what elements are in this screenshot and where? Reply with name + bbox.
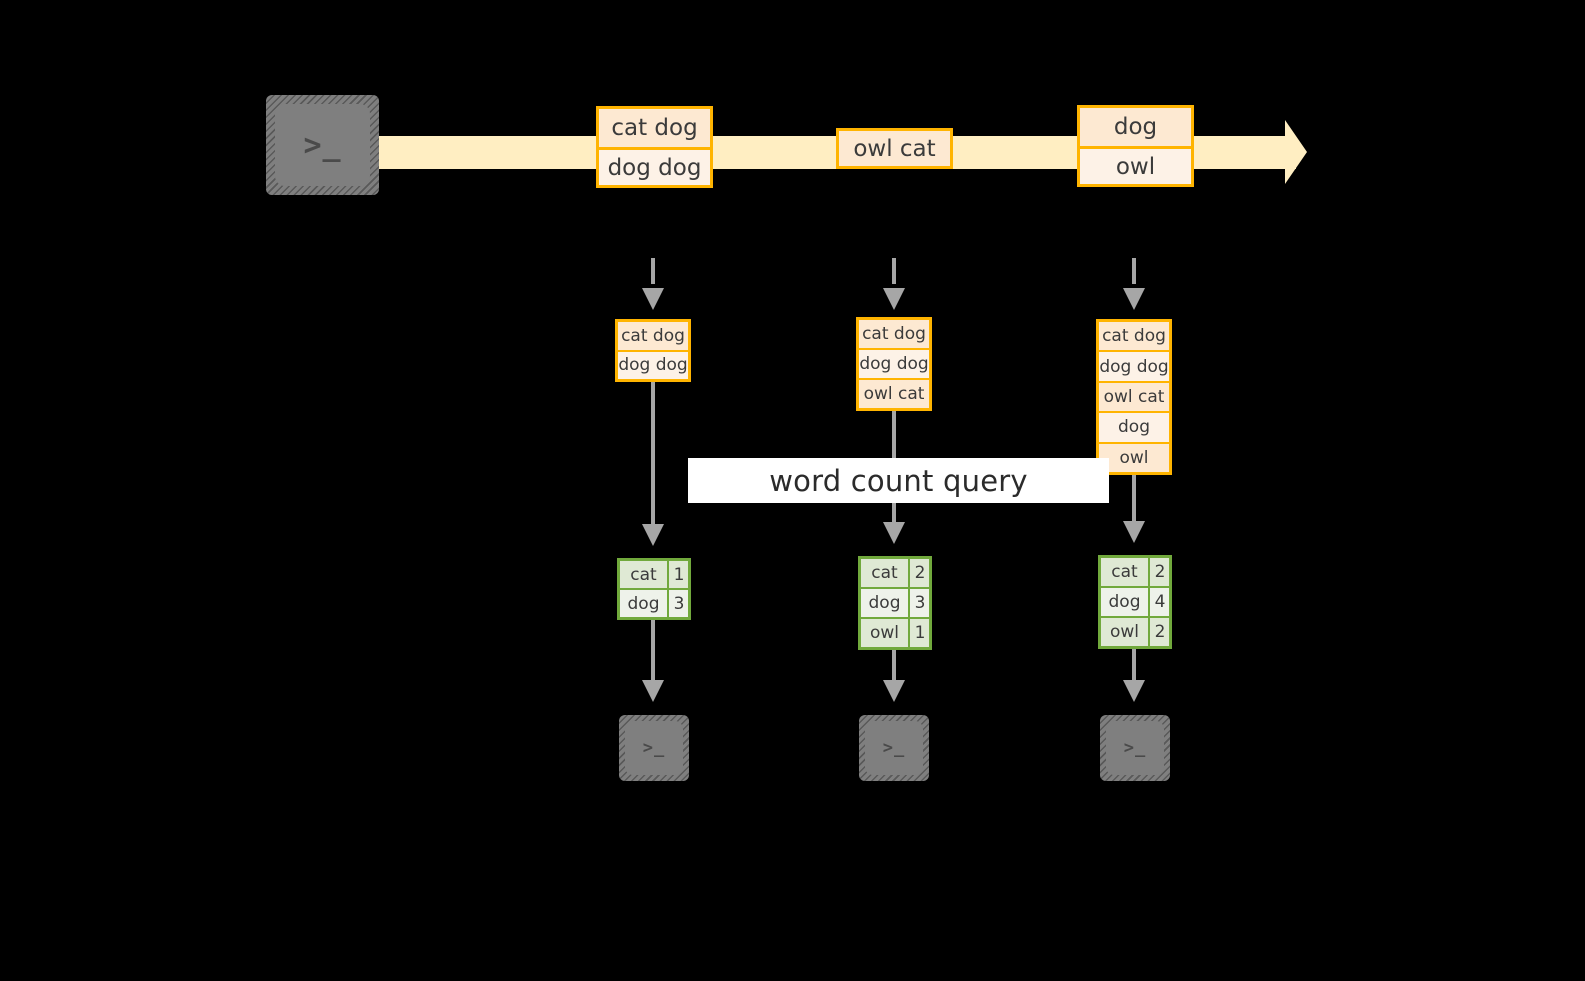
terminal-prompt-glyph: >_	[882, 738, 906, 758]
terminal-screen	[865, 721, 923, 775]
input-row: owl	[1099, 443, 1169, 473]
input-row: dog dog	[618, 351, 688, 379]
trigger-2-feed-line	[892, 258, 896, 284]
terminal-prompt-glyph: >_	[1123, 738, 1147, 758]
trigger-3-result-table: cat 2 dog 4 owl 2	[1098, 555, 1172, 649]
result-count: 3	[910, 589, 929, 617]
input-row-text: dog	[1118, 417, 1150, 438]
record-text: dog	[1113, 114, 1158, 140]
trigger-2-input-table: cat dog dog dog owl cat	[856, 317, 932, 411]
input-row: dog dog	[1099, 352, 1169, 383]
trigger-3-sink-terminal-icon[interactable]: >_	[1100, 715, 1170, 781]
stream-batch-1-line-2: dog dog	[596, 147, 713, 188]
input-row-text: dog dog	[618, 355, 688, 376]
trigger-1-input-table: cat dog dog dog	[615, 319, 691, 382]
trigger-2-feed-arrowhead	[883, 288, 905, 310]
trigger-1-sink-arrowhead	[642, 680, 664, 702]
result-word: dog	[1101, 588, 1150, 616]
input-row-text: dog dog	[859, 354, 929, 374]
input-row: cat dog	[1099, 322, 1169, 353]
trigger-1-sink-terminal-icon[interactable]: >_	[619, 715, 689, 781]
terminal-screen	[625, 721, 683, 775]
input-row-text: cat dog	[1102, 326, 1166, 347]
input-stream-arrowhead	[1285, 120, 1307, 184]
input-row: dog	[1099, 413, 1169, 444]
trigger-1-query-line	[651, 382, 655, 528]
terminal-prompt-glyph: >_	[642, 738, 666, 758]
terminal-screen	[1106, 721, 1164, 775]
trigger-1-result-table: cat 1 dog 3	[617, 558, 691, 620]
record-text: cat dog	[611, 115, 698, 141]
table-row: owl 2	[1101, 618, 1169, 646]
result-count: 2	[1150, 558, 1169, 586]
result-word: dog	[861, 589, 910, 617]
trigger-1-query-arrowhead	[642, 524, 664, 546]
result-count: 1	[669, 561, 688, 588]
input-row: dog dog	[859, 350, 929, 380]
table-row: cat 2	[1101, 558, 1169, 588]
trigger-2-query-arrowhead	[883, 522, 905, 544]
input-row-text: cat dog	[621, 325, 685, 346]
terminal-screen	[275, 104, 370, 186]
source-terminal-icon[interactable]: >_	[266, 95, 379, 195]
trigger-1-feed-arrowhead	[642, 288, 664, 310]
trigger-3-query-arrowhead	[1123, 521, 1145, 543]
trigger-3-query-line	[1132, 475, 1136, 528]
result-count: 2	[1150, 618, 1169, 646]
record-text: dog dog	[607, 154, 702, 181]
input-row: owl cat	[859, 380, 929, 408]
trigger-3-feed-arrowhead	[1123, 288, 1145, 310]
trigger-1-feed-line	[651, 258, 655, 284]
input-row-text: owl cat	[863, 384, 925, 404]
result-word: owl	[861, 619, 910, 647]
trigger-2-sink-line	[892, 650, 896, 684]
trigger-1-sink-line	[651, 620, 655, 684]
input-row: cat dog	[859, 320, 929, 350]
table-row: owl 1	[861, 619, 929, 647]
record-text: owl	[1115, 153, 1156, 180]
stream-batch-1-line-1: cat dog	[596, 106, 713, 147]
trigger-2-sink-arrowhead	[883, 680, 905, 702]
table-row: cat 2	[861, 559, 929, 589]
stream-batch-3-line-1: dog	[1077, 105, 1194, 146]
trigger-3-sink-arrowhead	[1123, 680, 1145, 702]
trigger-2-result-table: cat 2 dog 3 owl 1	[858, 556, 932, 650]
result-word: owl	[1101, 618, 1150, 646]
table-row: dog 3	[861, 589, 929, 619]
terminal-prompt-glyph: >_	[303, 127, 342, 163]
word-count-query-label: word count query	[688, 458, 1109, 503]
trigger-3-sink-line	[1132, 649, 1136, 684]
table-row: dog 4	[1101, 588, 1169, 618]
result-count: 3	[669, 590, 688, 617]
result-word: cat	[620, 561, 669, 588]
result-word: cat	[1101, 558, 1150, 586]
record-text: owl cat	[853, 135, 936, 162]
input-row: cat dog	[618, 322, 688, 352]
input-row-text: owl cat	[1103, 387, 1165, 408]
stream-batch-3-line-2: owl	[1077, 146, 1194, 187]
trigger-3-feed-line	[1132, 258, 1136, 284]
result-count: 4	[1150, 588, 1169, 616]
input-row: owl cat	[1099, 382, 1169, 414]
table-row: dog 3	[620, 590, 688, 617]
result-count: 2	[910, 559, 929, 587]
trigger-3-input-table: cat dog dog dog owl cat dog owl	[1096, 319, 1172, 475]
table-row: cat 1	[620, 561, 688, 590]
input-row-text: cat dog	[862, 324, 926, 344]
result-count: 1	[910, 619, 929, 647]
result-word: dog	[620, 590, 669, 617]
stream-batch-2-line-1: owl cat	[836, 128, 953, 169]
input-row-text: owl	[1119, 447, 1149, 468]
result-word: cat	[861, 559, 910, 587]
trigger-2-sink-terminal-icon[interactable]: >_	[859, 715, 929, 781]
query-label-text: word count query	[769, 463, 1028, 498]
input-row-text: dog dog	[1099, 356, 1169, 377]
